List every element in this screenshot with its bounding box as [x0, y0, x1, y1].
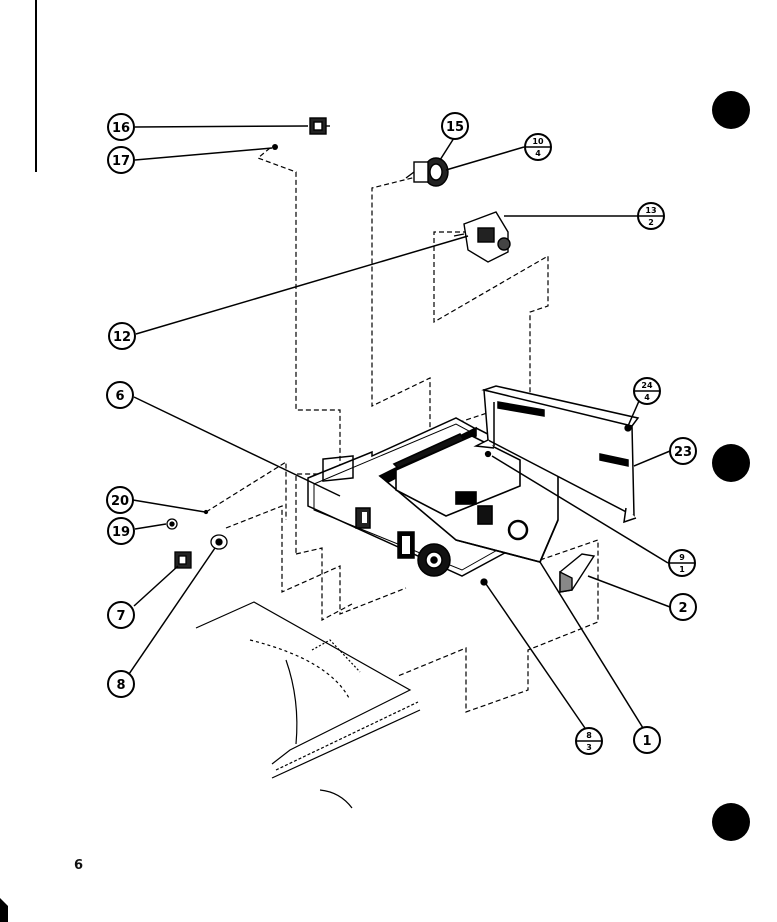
svg-text:24: 24	[641, 381, 653, 390]
svg-text:3: 3	[586, 743, 592, 752]
svg-text:10: 10	[532, 137, 544, 146]
timer-assembly	[453, 211, 511, 263]
svg-text:4: 4	[535, 149, 541, 158]
svg-text:1: 1	[642, 734, 651, 749]
callout-17: 17	[107, 146, 135, 174]
callout-fraction-9-1: 9 1	[668, 549, 696, 577]
callout-20: 20	[106, 486, 134, 514]
callout-19: 19	[107, 517, 135, 545]
svg-text:9: 9	[679, 553, 685, 562]
svg-text:8: 8	[586, 731, 592, 740]
callout-7: 7	[107, 601, 135, 629]
corner-mark	[0, 898, 8, 922]
svg-text:12: 12	[113, 330, 131, 345]
svg-text:16: 16	[112, 121, 130, 136]
callout-8: 8	[107, 670, 135, 698]
svg-text:7: 7	[116, 609, 125, 624]
trim-strip	[559, 553, 596, 593]
callout-fraction-8-3: 8 3	[575, 727, 603, 755]
svg-text:13: 13	[645, 206, 656, 215]
svg-text:1: 1	[679, 565, 685, 574]
small-parts	[166, 424, 632, 586]
svg-text:19: 19	[112, 525, 130, 540]
svg-text:4: 4	[644, 393, 650, 402]
callout-1: 1	[633, 726, 661, 754]
back-bracket	[473, 385, 640, 524]
svg-text:6: 6	[115, 389, 124, 404]
svg-text:17: 17	[112, 154, 130, 169]
callout-12: 12	[108, 322, 136, 350]
screw-17	[272, 144, 278, 150]
callout-fraction-10-4: 10 4	[524, 133, 552, 161]
switch-assembly	[405, 157, 449, 187]
svg-text:2: 2	[648, 218, 654, 227]
svg-text:8: 8	[116, 678, 125, 693]
leader-lines	[126, 125, 671, 732]
callout-23: 23	[669, 437, 697, 465]
fraction-callouts: 10 4 13 2 24 4 9 1 8 3	[524, 133, 696, 755]
page-number: 6	[74, 858, 84, 873]
callout-15: 15	[441, 112, 469, 140]
binder-hole-middle	[712, 444, 750, 482]
callout-6: 6	[106, 381, 134, 409]
svg-text:23: 23	[674, 445, 692, 460]
callout-2: 2	[669, 593, 697, 621]
svg-text:15: 15	[446, 120, 464, 135]
callout-16: 16	[107, 113, 135, 141]
binder-hole-top	[712, 91, 750, 129]
callout-fraction-13-2: 13 2	[637, 202, 665, 230]
callout-fraction-24-4: 24 4	[633, 377, 661, 405]
binder-hole-bottom	[712, 803, 750, 841]
base-plate	[195, 601, 421, 809]
plain-callouts: 16 17 15 12 6 20 19 7	[106, 112, 697, 754]
svg-text:2: 2	[678, 601, 687, 616]
svg-text:20: 20	[111, 494, 129, 509]
connector-part	[309, 117, 330, 135]
